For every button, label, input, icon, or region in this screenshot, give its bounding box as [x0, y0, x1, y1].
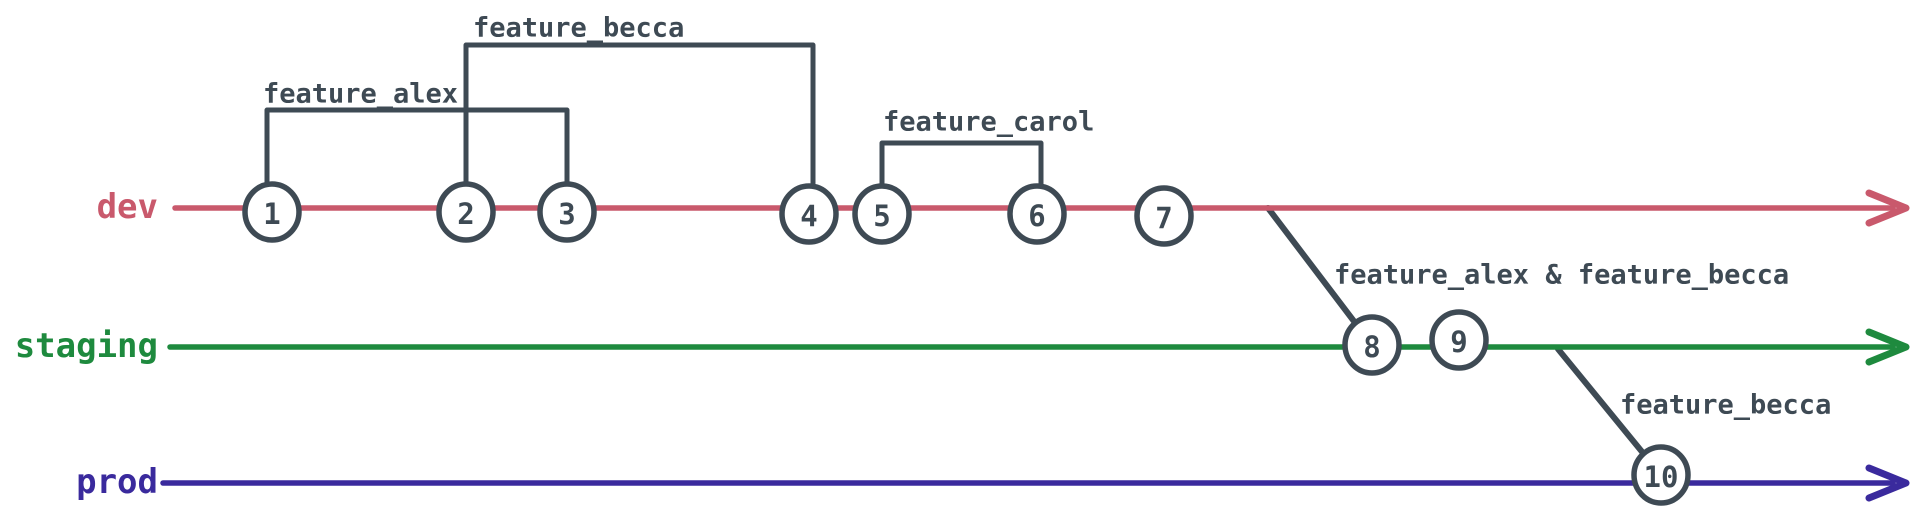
- commit-circle-8: [1342, 314, 1402, 376]
- merge-label-dev-to-staging: feature_alex & feature_becca: [1334, 260, 1789, 291]
- bracket-feature-carol: [879, 140, 1044, 217]
- staging-arrow-icon: [1865, 328, 1910, 366]
- commit-node-1: 1: [242, 181, 302, 243]
- commit-node-3: 3: [537, 181, 597, 243]
- commit-number-9: 9: [1450, 325, 1467, 359]
- commit-number-10: 10: [1644, 460, 1679, 494]
- prod-arrow-icon: [1865, 464, 1910, 502]
- commit-circle-5: [852, 183, 912, 245]
- commit-circle-6: [1007, 183, 1067, 245]
- commit-circle-7: [1134, 185, 1194, 247]
- commit-number-4: 4: [800, 199, 817, 233]
- commit-node-2: 2: [436, 181, 496, 243]
- label-feature-alex: feature_alex: [263, 79, 458, 110]
- commit-node-5: 5: [852, 183, 912, 245]
- commit-number-7: 7: [1155, 201, 1172, 235]
- commit-number-3: 3: [558, 197, 575, 231]
- commit-number-8: 8: [1363, 330, 1380, 364]
- bracket-feature-becca: [463, 42, 816, 217]
- commit-circle-1: [242, 181, 302, 243]
- commit-node-8: 8: [1342, 314, 1402, 376]
- commit-node-9: 9: [1429, 309, 1489, 371]
- commit-number-5: 5: [873, 199, 890, 233]
- commit-circle-4: [779, 183, 839, 245]
- commit-circle-3: [537, 181, 597, 243]
- commit-node-10: 10: [1631, 444, 1691, 506]
- commit-circle-9: [1429, 309, 1489, 371]
- commit-node-6: 6: [1007, 183, 1067, 245]
- commit-number-6: 6: [1028, 199, 1045, 233]
- branch-label-dev: dev: [97, 187, 158, 227]
- branch-label-prod: prod: [76, 462, 158, 502]
- commit-circle-10: [1631, 444, 1691, 506]
- merge-label-staging-to-prod: feature_becca: [1620, 390, 1831, 421]
- commit-number-1: 1: [263, 197, 280, 231]
- label-feature-carol: feature_carol: [883, 107, 1094, 138]
- dev-arrow-icon: [1865, 189, 1910, 227]
- label-feature-becca: feature_becca: [473, 13, 684, 44]
- commit-number-2: 2: [457, 197, 474, 231]
- commit-node-4: 4: [779, 183, 839, 245]
- commit-node-7: 7: [1134, 185, 1194, 247]
- bracket-feature-alex: [264, 107, 570, 215]
- branch-label-staging: staging: [15, 326, 158, 366]
- commit-circle-2: [436, 181, 496, 243]
